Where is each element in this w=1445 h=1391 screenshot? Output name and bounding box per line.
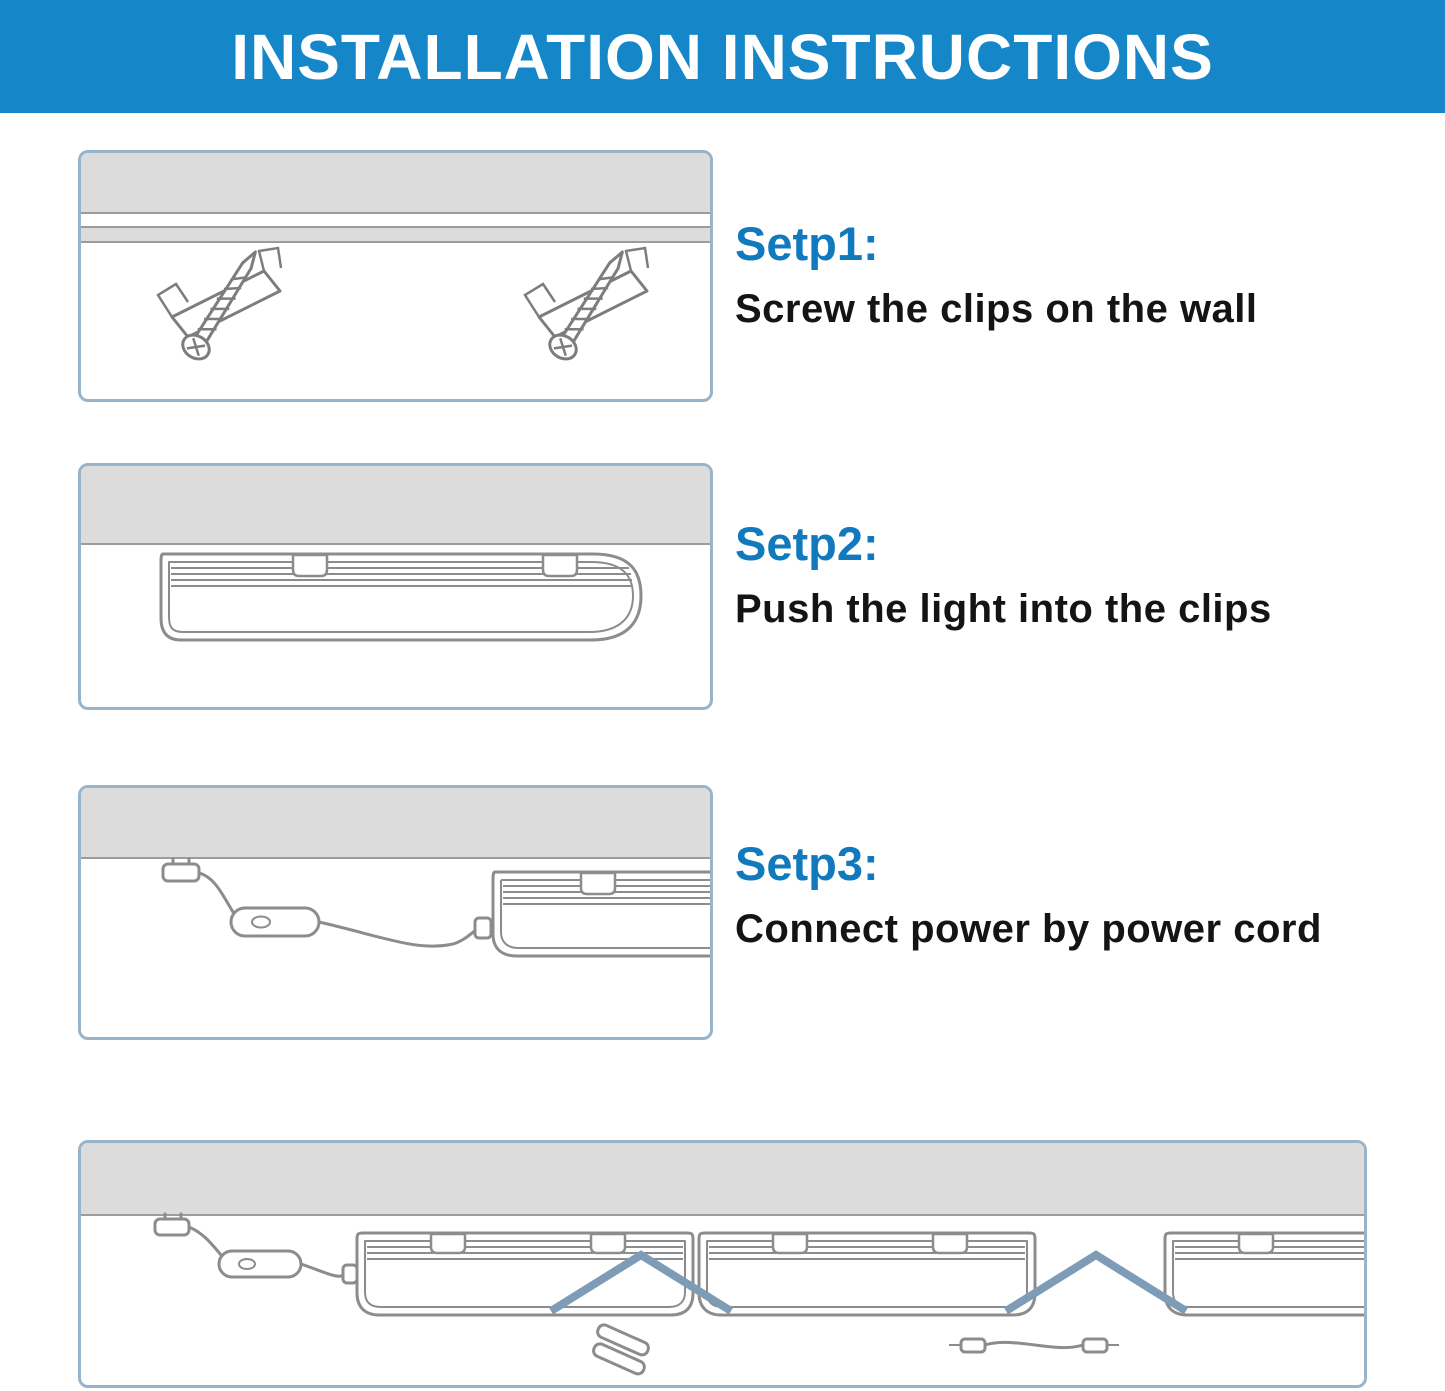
power-cord-icon: [299, 1262, 347, 1278]
step1-description: Screw the clips on the wall: [735, 286, 1258, 331]
power-cord-icon: [317, 920, 479, 948]
step3-text-block: Setp3: Connect power by power cord: [735, 838, 1425, 952]
power-cord-icon: [197, 871, 235, 914]
step1-label: Setp1:: [735, 217, 879, 270]
step2-figure-panel: [78, 463, 713, 710]
power-plug-icon: [161, 857, 201, 883]
step2-illustration: [81, 466, 710, 642]
wall-clip-icon: [523, 243, 650, 366]
chevron-up-icon: [548, 1250, 734, 1315]
step1-figure-panel: [78, 150, 713, 402]
step2-label: Setp2:: [735, 517, 879, 570]
light-fixture-icon: [491, 870, 710, 958]
wall-rail-band: [81, 226, 710, 243]
light-fixture-icon: [697, 1231, 1037, 1317]
step2-description: Push the light into the clips: [735, 586, 1272, 631]
fixture-clip-icon: [541, 553, 579, 578]
light-fixture-icon: [355, 1231, 695, 1317]
ceiling-band: [81, 1143, 1364, 1216]
inline-switch-icon: [217, 1249, 303, 1279]
overview-figure-panel: [78, 1140, 1367, 1388]
power-plug-icon: [153, 1212, 191, 1237]
pin-connector-icon: [592, 1323, 650, 1376]
cord-connector-icon: [341, 1263, 359, 1285]
ceiling-band: [81, 153, 710, 214]
fixture-clip-icon: [579, 871, 617, 896]
ceiling-band: [81, 788, 710, 859]
step1-illustration: [81, 153, 710, 366]
step3-label: Setp3:: [735, 837, 879, 890]
inline-switch-icon: [229, 906, 321, 938]
power-cord-icon: [187, 1225, 223, 1257]
step3-illustration: [81, 788, 710, 958]
cord-connector-icon: [473, 916, 493, 940]
cord-connector-cable-icon: [949, 1337, 1119, 1354]
connected-lights-illustration: [81, 1143, 1364, 1376]
light-fixture-icon: [159, 552, 643, 642]
light-fixture-icon: [1163, 1231, 1364, 1317]
header-banner: INSTALLATION INSTRUCTIONS: [0, 0, 1445, 113]
fixture-clip-icon: [291, 553, 329, 578]
step2-text-block: Setp2: Push the light into the clips: [735, 518, 1425, 632]
step3-figure-panel: [78, 785, 713, 1040]
chevron-up-icon: [1003, 1250, 1189, 1315]
step1-text-block: Setp1: Screw the clips on the wall: [735, 218, 1425, 332]
page-title: INSTALLATION INSTRUCTIONS: [231, 20, 1214, 93]
ceiling-band: [81, 466, 710, 545]
step3-description: Connect power by power cord: [735, 906, 1322, 951]
wall-clip-icon: [156, 243, 283, 366]
